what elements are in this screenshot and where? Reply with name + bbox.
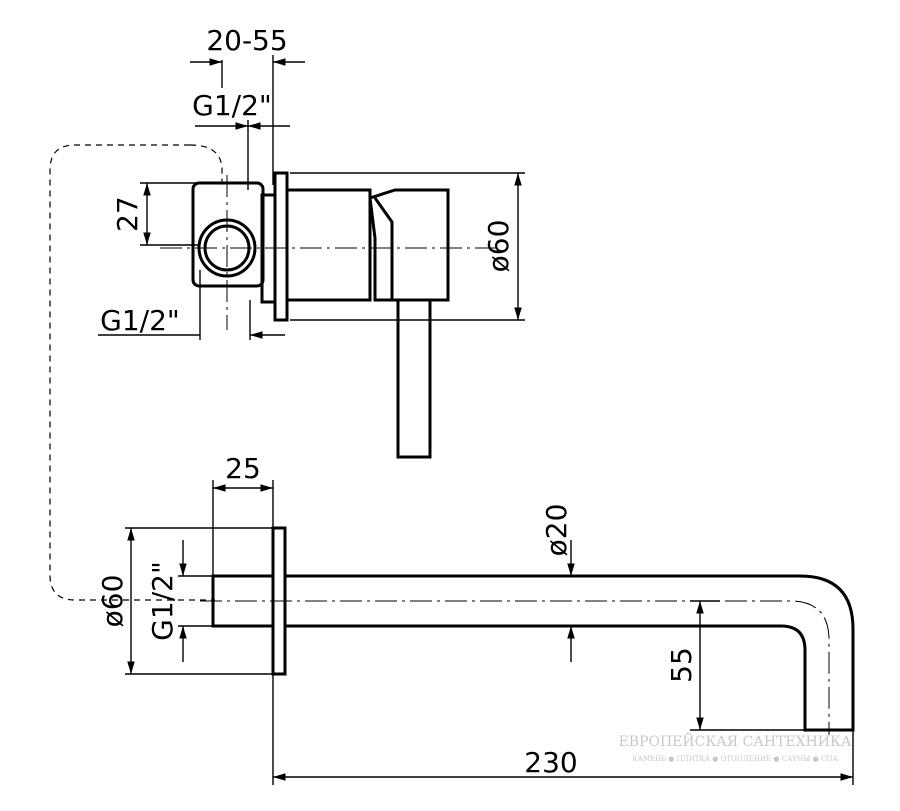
dim-height-27: 27	[111, 182, 200, 246]
dim-thread-spout-label: G1/2"	[146, 561, 179, 641]
dim-wall-depth: 20-55	[190, 24, 305, 185]
cartridge-body	[285, 188, 372, 302]
dim-spout-length-label: 230	[524, 746, 577, 779]
watermark-line1: ЕВРОПЕЙСКАЯ САНТЕХНИКА	[619, 731, 852, 750]
dim-diameter-spout-label: ø20	[540, 504, 573, 557]
dim-diameter-spout: ø20	[540, 504, 575, 662]
spout-view	[200, 526, 855, 735]
dim-thread-top-label: G1/2"	[192, 89, 272, 122]
dim-spout-length: 230	[272, 674, 854, 785]
dim-spout-drop: 55	[665, 600, 808, 731]
lever-handle	[396, 298, 432, 459]
spout-pipe	[285, 574, 855, 732]
dim-diameter-plate-label: ø60	[96, 575, 129, 628]
dim-diameter-mixer-label: ø60	[482, 220, 515, 273]
dim-thread-top: G1/2"	[192, 89, 290, 190]
dim-height-27-label: 27	[111, 196, 144, 232]
dim-wall-depth-label: 20-55	[206, 24, 287, 57]
dim-spout-plate-label: 25	[225, 452, 261, 485]
dim-thread-left-label: G1/2"	[100, 304, 180, 337]
dim-diameter-plate: ø60	[96, 527, 275, 675]
dim-spout-plate: 25	[212, 452, 274, 580]
spout-centerline	[200, 600, 830, 735]
hidden-pipe-path	[49, 144, 215, 601]
dim-diameter-mixer: ø60	[290, 172, 525, 321]
watermark: ЕВРОПЕЙСКАЯ САНТЕХНИКА КАМЕНЬ ● ПЛИТКА ●…	[619, 731, 852, 763]
watermark-line2: КАМЕНЬ ● ПЛИТКА ● ОТОПЛЕНИЕ ● САУНЫ ● СП…	[632, 755, 838, 763]
hidden-pipe-link	[189, 144, 223, 185]
dim-thread-spout: G1/2"	[146, 540, 215, 662]
mixer-body-view	[49, 144, 500, 601]
dim-thread-left: G1/2"	[98, 270, 285, 340]
mixer-flange	[273, 171, 289, 322]
lever-slant	[373, 197, 394, 300]
dim-spout-drop-label: 55	[665, 647, 698, 683]
